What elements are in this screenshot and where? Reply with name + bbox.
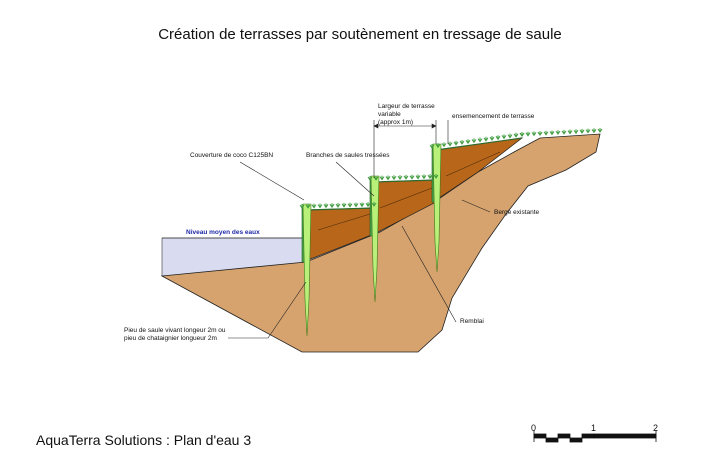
grass-tuft bbox=[543, 130, 549, 136]
coco-cover-line bbox=[305, 137, 523, 211]
grass-tuft bbox=[561, 129, 567, 135]
willow-branches-label: Branches de saules tressées bbox=[306, 152, 390, 159]
grass-tuft bbox=[453, 140, 459, 146]
grass-tuft bbox=[433, 174, 439, 179]
grass-tuft bbox=[353, 202, 359, 208]
grass-tuft bbox=[477, 137, 483, 143]
grass-tuft bbox=[579, 128, 585, 134]
grass-tuft bbox=[329, 203, 335, 209]
grass-tuft bbox=[507, 133, 513, 139]
grass-tuft bbox=[585, 128, 591, 134]
grass-tuft bbox=[391, 175, 397, 181]
grass-tuft bbox=[513, 132, 519, 138]
grass-tuft bbox=[379, 175, 385, 181]
grass-tuft bbox=[495, 135, 501, 141]
grass-tuft bbox=[365, 202, 371, 208]
grass-tuft bbox=[427, 174, 433, 180]
grass-tuft bbox=[465, 139, 471, 145]
grass-tuft bbox=[397, 175, 403, 180]
grass-tuft bbox=[549, 130, 555, 136]
grass-tuft bbox=[555, 130, 561, 136]
terrace-width-line2: variable bbox=[378, 111, 401, 118]
grass-tuft bbox=[471, 138, 477, 144]
grass-tuft bbox=[409, 174, 415, 180]
grass-tuft bbox=[385, 175, 391, 181]
drawing-title: Création de terrasses par soutènement en… bbox=[158, 26, 562, 43]
grass-tuft bbox=[591, 128, 597, 134]
grass-tuft bbox=[483, 136, 489, 142]
grass-tuft bbox=[537, 131, 543, 136]
stake-label: Pieu de saule vivant longeur 2m ou pieu … bbox=[124, 327, 226, 343]
grass-tufts bbox=[299, 128, 603, 209]
leader-lines bbox=[228, 120, 491, 339]
grass-tuft bbox=[525, 131, 531, 137]
grass-tuft bbox=[403, 174, 409, 180]
stake-label-line2: pieu de chataignier longueur 2m bbox=[124, 335, 217, 342]
grass-tuft bbox=[519, 132, 525, 137]
grass-tuft bbox=[489, 136, 495, 141]
grass-tuft bbox=[373, 175, 379, 181]
scale-tick-1: 1 bbox=[591, 423, 597, 433]
grass-tuft bbox=[567, 129, 573, 135]
terrace-width-dimension bbox=[373, 120, 437, 178]
fill-inner-lines bbox=[317, 151, 501, 231]
scale-tick-0: 0 bbox=[531, 423, 537, 433]
grass-tuft bbox=[573, 129, 579, 135]
scale-tick-2: 2 bbox=[653, 423, 659, 433]
grass-tuft bbox=[347, 202, 353, 208]
grass-tuft bbox=[317, 203, 323, 209]
grass-tuft bbox=[305, 203, 311, 209]
grass-tuft bbox=[447, 141, 453, 147]
grass-tuft bbox=[359, 202, 365, 208]
coco-cover-label: Couverture de coco C125BN bbox=[190, 152, 274, 159]
existing-bank-label: Berge existante bbox=[494, 209, 540, 216]
terrace-width-line3: (approx 1m) bbox=[378, 119, 414, 126]
grass-tuft bbox=[341, 202, 347, 208]
terrace-width-line1: Largeur de terrasse bbox=[378, 103, 435, 110]
stake-label-line1: Pieu de saule vivant longeur 2m ou bbox=[124, 327, 226, 334]
grass-tuft bbox=[441, 142, 447, 148]
grass-tuft bbox=[597, 128, 603, 133]
grass-tuft bbox=[435, 143, 441, 149]
water-level-label: Niveau moyen des eaux bbox=[186, 229, 260, 236]
grass-tuft bbox=[335, 203, 341, 208]
willow-stake-2 bbox=[370, 175, 380, 303]
grass-tuft bbox=[371, 202, 377, 207]
grass-tuft bbox=[459, 140, 465, 145]
terrace-width-label: Largeur de terrasse variable (approx 1m) bbox=[378, 103, 435, 127]
backfill-label: Remblai bbox=[460, 318, 484, 325]
footer-caption: AquaTerra Solutions : Plan d'eau 3 bbox=[36, 432, 252, 448]
grass-tuft bbox=[299, 204, 305, 209]
grass-tuft bbox=[311, 203, 317, 209]
grass-tuft bbox=[429, 144, 435, 149]
seeding-label: ensemencement de terrasse bbox=[452, 113, 535, 120]
grass-tuft bbox=[421, 174, 427, 180]
grass-tuft bbox=[501, 134, 507, 140]
grass-tuft bbox=[415, 174, 421, 180]
grass-tuft bbox=[367, 176, 373, 181]
grass-tuft bbox=[531, 131, 537, 137]
grass-tuft bbox=[323, 203, 329, 209]
